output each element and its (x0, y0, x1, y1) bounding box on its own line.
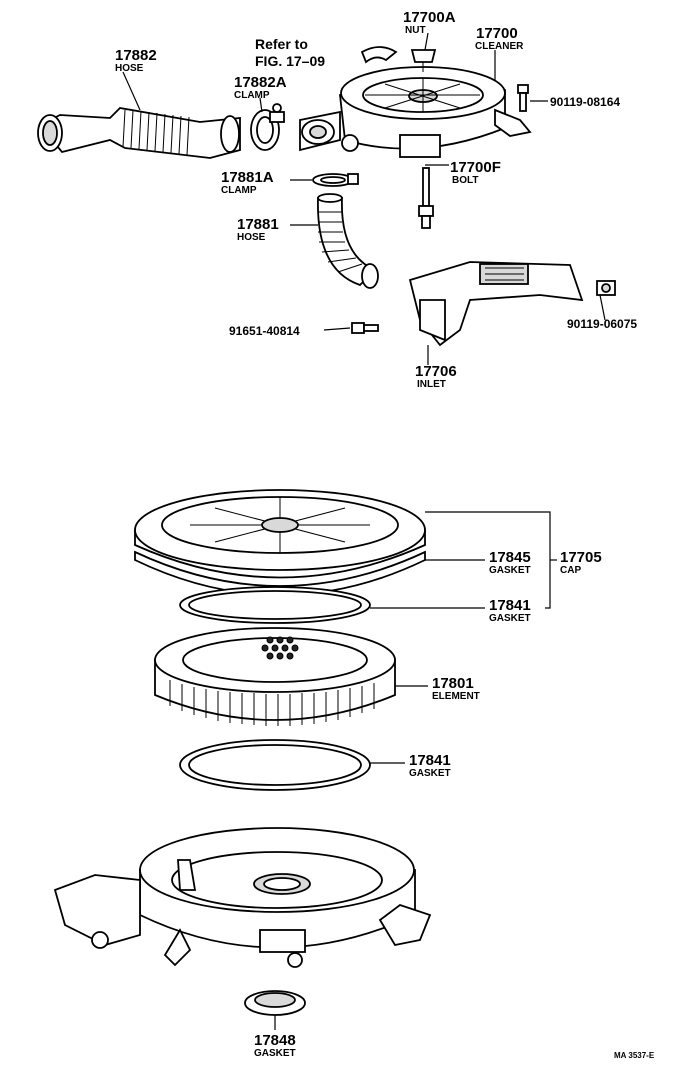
bolt-90119-08164-number: 90119-08164 (550, 95, 620, 109)
bolt-17700f-name: BOLT (452, 175, 478, 186)
lower-clamp-name: CLAMP (221, 185, 257, 196)
upper-clamp-drawing (250, 103, 285, 151)
reference-line-1: Refer to (255, 36, 308, 52)
cleaner-name: CLEANER (475, 41, 524, 52)
upper-leader-lines (122, 32, 606, 365)
bolt-17700f-number: 17700F (450, 159, 501, 176)
upper-hose-drawing (37, 107, 241, 159)
upper-clamp-number: 17882A (234, 74, 287, 91)
nut-90119-06075-drawing (596, 280, 616, 296)
cleaner-number: 17700 (476, 25, 518, 42)
nut-90119-06075-number: 90119-06075 (567, 317, 637, 331)
element-name: ELEMENT (432, 691, 480, 702)
gasket-17848-name: GASKET (254, 1048, 296, 1059)
cleaner-drawing (299, 49, 532, 158)
gasket-17845-name: GASKET (489, 565, 531, 576)
gasket-17841-upper-number: 17841 (489, 597, 531, 614)
bolt-91651-40814-number: 91651-40814 (229, 324, 300, 338)
reference-line-2: FIG. 17–09 (255, 53, 325, 69)
upper-clamp-name: CLAMP (234, 90, 270, 101)
cap-drawing (134, 489, 426, 579)
gasket-17841-lower-drawing (179, 739, 371, 791)
gasket-17841-upper-name: GASKET (489, 613, 531, 624)
reference-bracket-drawing (360, 46, 398, 64)
element-drawing (154, 627, 396, 726)
lower-hose-name: HOSE (237, 232, 266, 243)
gasket-17841-lower-number: 17841 (409, 752, 451, 769)
inlet-number: 17706 (415, 363, 457, 380)
lower-clamp-drawing (312, 173, 359, 187)
lower-leader-lines (274, 511, 557, 1030)
gasket-17841-upper-drawing (179, 586, 371, 624)
gasket-17848-drawing (244, 990, 306, 1016)
upper-hose-number: 17882 (115, 47, 157, 64)
bolt-17700f-drawing (418, 167, 434, 229)
lower-hose-number: 17881 (237, 216, 279, 233)
bolt-91651-40814-drawing (351, 322, 379, 334)
cleaner-body-drawing (53, 827, 432, 968)
inlet-drawing (408, 261, 584, 347)
element-number: 17801 (432, 675, 474, 692)
gasket-17848-number: 17848 (254, 1032, 296, 1049)
gasket-17841-lower-name: GASKET (409, 768, 451, 779)
nut-17700a-number: 17700A (403, 9, 456, 26)
figure-code: MA 3537-E (614, 1051, 655, 1060)
gasket-17845-number: 17845 (489, 549, 531, 566)
inlet-name: INLET (417, 379, 446, 390)
nut-17700a-name: NUT (405, 25, 426, 36)
lower-hose-drawing (317, 193, 379, 289)
cap-number: 17705 (560, 549, 602, 566)
cap-name: CAP (560, 565, 581, 576)
upper-hose-name: HOSE (115, 63, 144, 74)
bolt-90119-08164-drawing (517, 84, 529, 112)
lower-clamp-number: 17881A (221, 169, 274, 186)
